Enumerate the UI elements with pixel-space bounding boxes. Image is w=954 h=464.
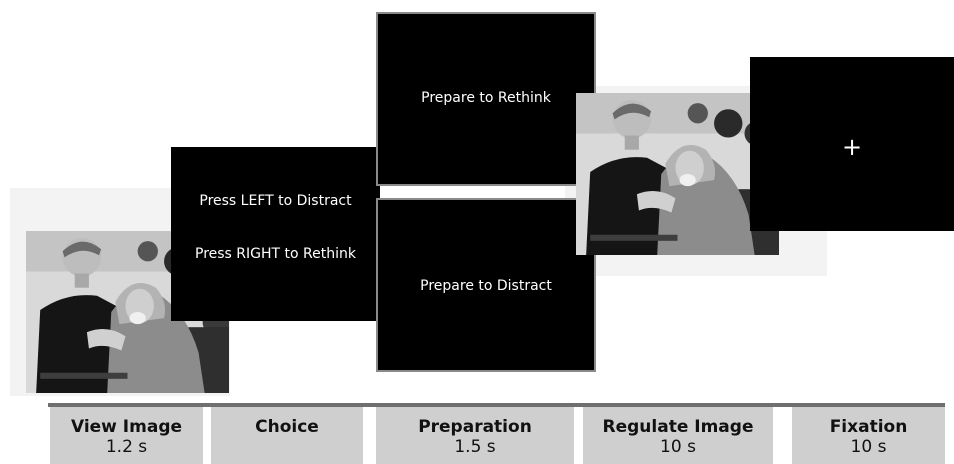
- phase-duration: 10 s: [850, 437, 887, 457]
- regulate-image-photo: [576, 93, 779, 255]
- phase-title: Fixation: [829, 417, 908, 437]
- phase-title: Choice: [255, 417, 319, 437]
- choice-instruction-right: Press RIGHT to Rethink: [195, 246, 356, 262]
- timeline-label-fixation: Fixation 10 s: [792, 407, 945, 464]
- fixation-screen: +: [750, 57, 954, 231]
- fixation-cross: +: [841, 133, 863, 161]
- choice-screen: Press LEFT to Distract Press RIGHT to Re…: [171, 147, 380, 321]
- phase-title: Regulate Image: [602, 417, 754, 437]
- stimulus-photo: [576, 93, 779, 255]
- phase-title: View Image: [70, 417, 183, 437]
- phase-duration: 1.2 s: [105, 437, 148, 457]
- prepare-rethink-text: Prepare to Rethink: [421, 90, 551, 106]
- phase-duration: 10 s: [660, 437, 696, 457]
- prepare-distract-screen: Prepare to Distract: [376, 198, 596, 372]
- choice-instruction-left: Press LEFT to Distract: [199, 193, 352, 209]
- timeline-label-view-image: View Image 1.2 s: [50, 407, 203, 464]
- phase-duration: 1.5 s: [454, 437, 496, 457]
- timeline-bar: [48, 403, 945, 407]
- timeline-label-preparation: Preparation 1.5 s: [376, 407, 574, 464]
- timeline-label-choice: Choice: [211, 407, 363, 464]
- timeline-label-regulate-image: Regulate Image 10 s: [583, 407, 773, 464]
- prepare-distract-text: Prepare to Distract: [420, 278, 552, 294]
- prepare-rethink-screen: Prepare to Rethink: [376, 12, 596, 186]
- phase-title: Preparation: [418, 417, 532, 437]
